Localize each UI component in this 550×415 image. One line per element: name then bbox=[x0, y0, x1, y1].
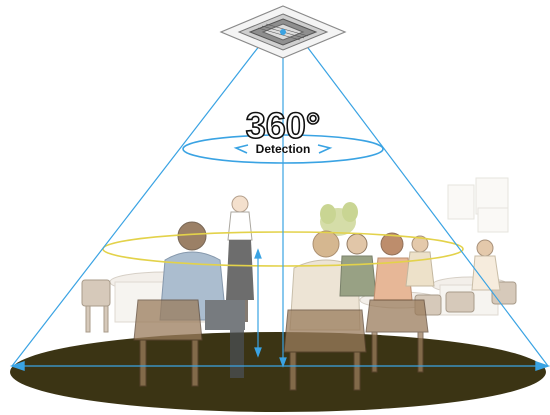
floor-width-arrows bbox=[9, 361, 550, 371]
height-arrow bbox=[254, 248, 287, 368]
detection-cone bbox=[11, 31, 549, 367]
plant-icon bbox=[320, 202, 358, 236]
detection-label: Detection bbox=[256, 142, 311, 156]
foreground-chairs bbox=[133, 299, 429, 391]
detection-floor-area bbox=[10, 332, 546, 412]
wall-frames bbox=[447, 177, 509, 233]
man-green-jacket-figure bbox=[339, 233, 377, 297]
detection-angle-label: 360° bbox=[246, 105, 320, 146]
ceiling-cassette-unit-icon bbox=[219, 5, 347, 59]
rotation-arrow-icon bbox=[182, 134, 384, 164]
woman-orange-figure bbox=[373, 232, 413, 301]
